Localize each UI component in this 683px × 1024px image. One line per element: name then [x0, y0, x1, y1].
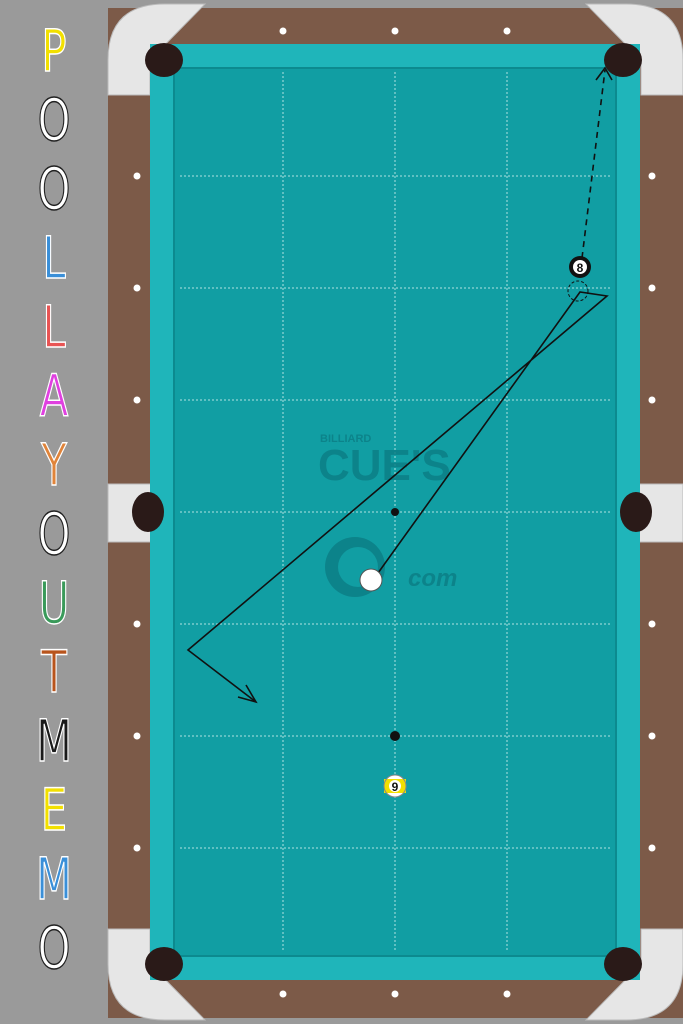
title-letter: L — [42, 224, 66, 292]
title-letter: L — [42, 293, 66, 361]
ball-8[interactable]: 8 — [569, 256, 591, 278]
rail-diamond — [503, 27, 511, 35]
rail-diamond — [648, 396, 656, 404]
rail-diamond — [133, 396, 141, 404]
rail-diamonds — [133, 27, 656, 998]
pocket-bottom-left — [145, 947, 183, 981]
ghost-ball — [567, 280, 589, 302]
rail-diamond — [133, 844, 141, 852]
pocket-side-left — [132, 492, 164, 532]
rail-diamond — [133, 732, 141, 740]
title-letter: M — [35, 707, 73, 775]
logo-sub-text: com — [408, 565, 457, 592]
cue-ball[interactable] — [359, 568, 383, 592]
pocket-side-right — [620, 492, 652, 532]
title-letter: O — [37, 86, 71, 154]
title-letter: U — [38, 569, 70, 637]
foot-spot — [390, 731, 400, 741]
title-letter: O — [37, 914, 71, 982]
rail-diamond — [279, 27, 287, 35]
rail-diamond — [648, 844, 656, 852]
ball-8-number: 8 — [577, 261, 584, 275]
title-letter: P — [41, 17, 67, 85]
rail-diamond — [133, 620, 141, 628]
logo-top-text: BILLIARD — [320, 433, 371, 445]
pocket-bottom-right — [604, 947, 642, 981]
rail-diamond — [279, 990, 287, 998]
logo-main-text: CUE'S — [318, 441, 451, 490]
rail-diamond — [133, 284, 141, 292]
title-letter: O — [37, 500, 71, 568]
rail-diamond — [503, 990, 511, 998]
rail-diamond — [391, 990, 399, 998]
pocket-top-right — [604, 43, 642, 77]
title-letter: O — [37, 155, 71, 223]
rail-diamond — [648, 284, 656, 292]
center-spot — [391, 508, 399, 516]
object-ball-path — [581, 66, 613, 259]
ball-9-number: 9 — [392, 780, 399, 794]
rail-diamond — [648, 620, 656, 628]
title-letter: T — [41, 638, 68, 706]
cue-ball-path — [186, 291, 609, 704]
rail-diamond — [133, 172, 141, 180]
rail-diamond — [648, 732, 656, 740]
pocket-top-left — [145, 43, 183, 77]
title-letter: A — [39, 362, 69, 430]
title-letter: Y — [41, 431, 68, 499]
rail-diamond — [648, 172, 656, 180]
ball-9[interactable]: 9 — [383, 774, 407, 798]
title-letter: E — [40, 776, 68, 844]
title-letter: M — [35, 845, 73, 913]
rail-diamond — [391, 27, 399, 35]
